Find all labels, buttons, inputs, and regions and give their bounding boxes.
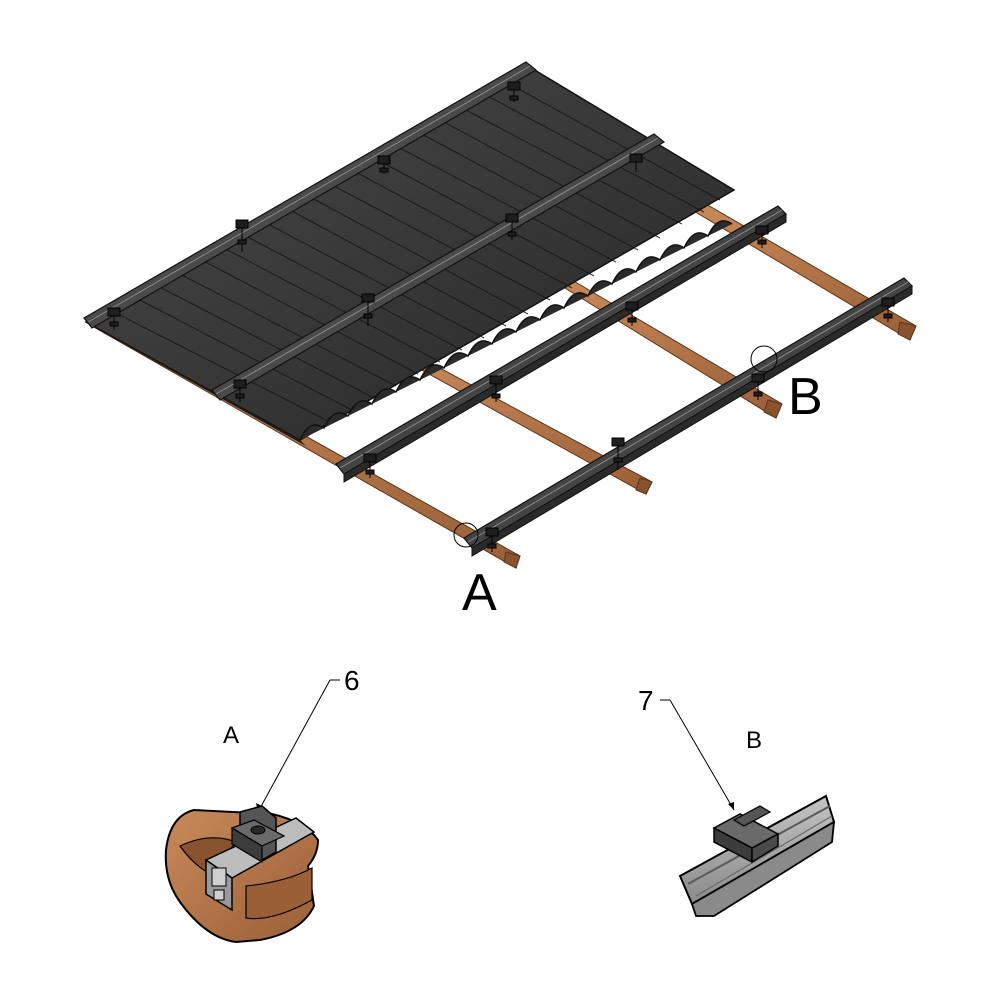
leader-line-6-diag (257, 679, 331, 813)
clamp (363, 453, 377, 478)
rail-1 (83, 61, 538, 329)
detail-a-label: A (462, 564, 497, 622)
detail-a-clamp (230, 805, 286, 864)
clamp (361, 293, 375, 326)
rail-3 (335, 205, 787, 483)
rail-4 (463, 277, 913, 557)
detail-b-label: B (788, 368, 823, 426)
batten-3 (558, 279, 783, 419)
clamp (611, 437, 625, 470)
clamp (505, 213, 519, 240)
roof-sheet (84, 65, 736, 446)
mounting-rails (83, 61, 913, 557)
detail-a: A 6 (164, 665, 360, 944)
clamp (507, 81, 521, 102)
clamp (235, 219, 249, 252)
leader-arrow-7 (728, 802, 734, 810)
clamp (881, 297, 895, 322)
part-6-label: 6 (344, 665, 360, 696)
batten-4-end (897, 321, 917, 341)
detail-circle-a (453, 522, 479, 548)
clamp (755, 225, 769, 248)
clamp (377, 155, 391, 174)
clamp (485, 527, 499, 552)
batten-3-end (763, 399, 783, 419)
clamp (625, 301, 639, 326)
detail-circle-b (750, 345, 778, 373)
clamp (107, 307, 121, 330)
detail-b-clamp (712, 805, 780, 864)
clamps (107, 81, 895, 552)
roof-sheet-wavy-edge (299, 220, 733, 441)
leader-line-7-diag (669, 699, 735, 811)
detail-b-caption: B (746, 727, 762, 754)
clamp (629, 153, 643, 172)
clamp (751, 373, 765, 400)
detail-a-caption: A (223, 722, 239, 749)
batten-2-end (635, 477, 653, 495)
clamp (233, 379, 247, 402)
clamp (489, 375, 503, 402)
part-7-label: 7 (638, 685, 654, 716)
detail-b: B 7 (638, 685, 836, 917)
batten-1-end (503, 551, 521, 569)
